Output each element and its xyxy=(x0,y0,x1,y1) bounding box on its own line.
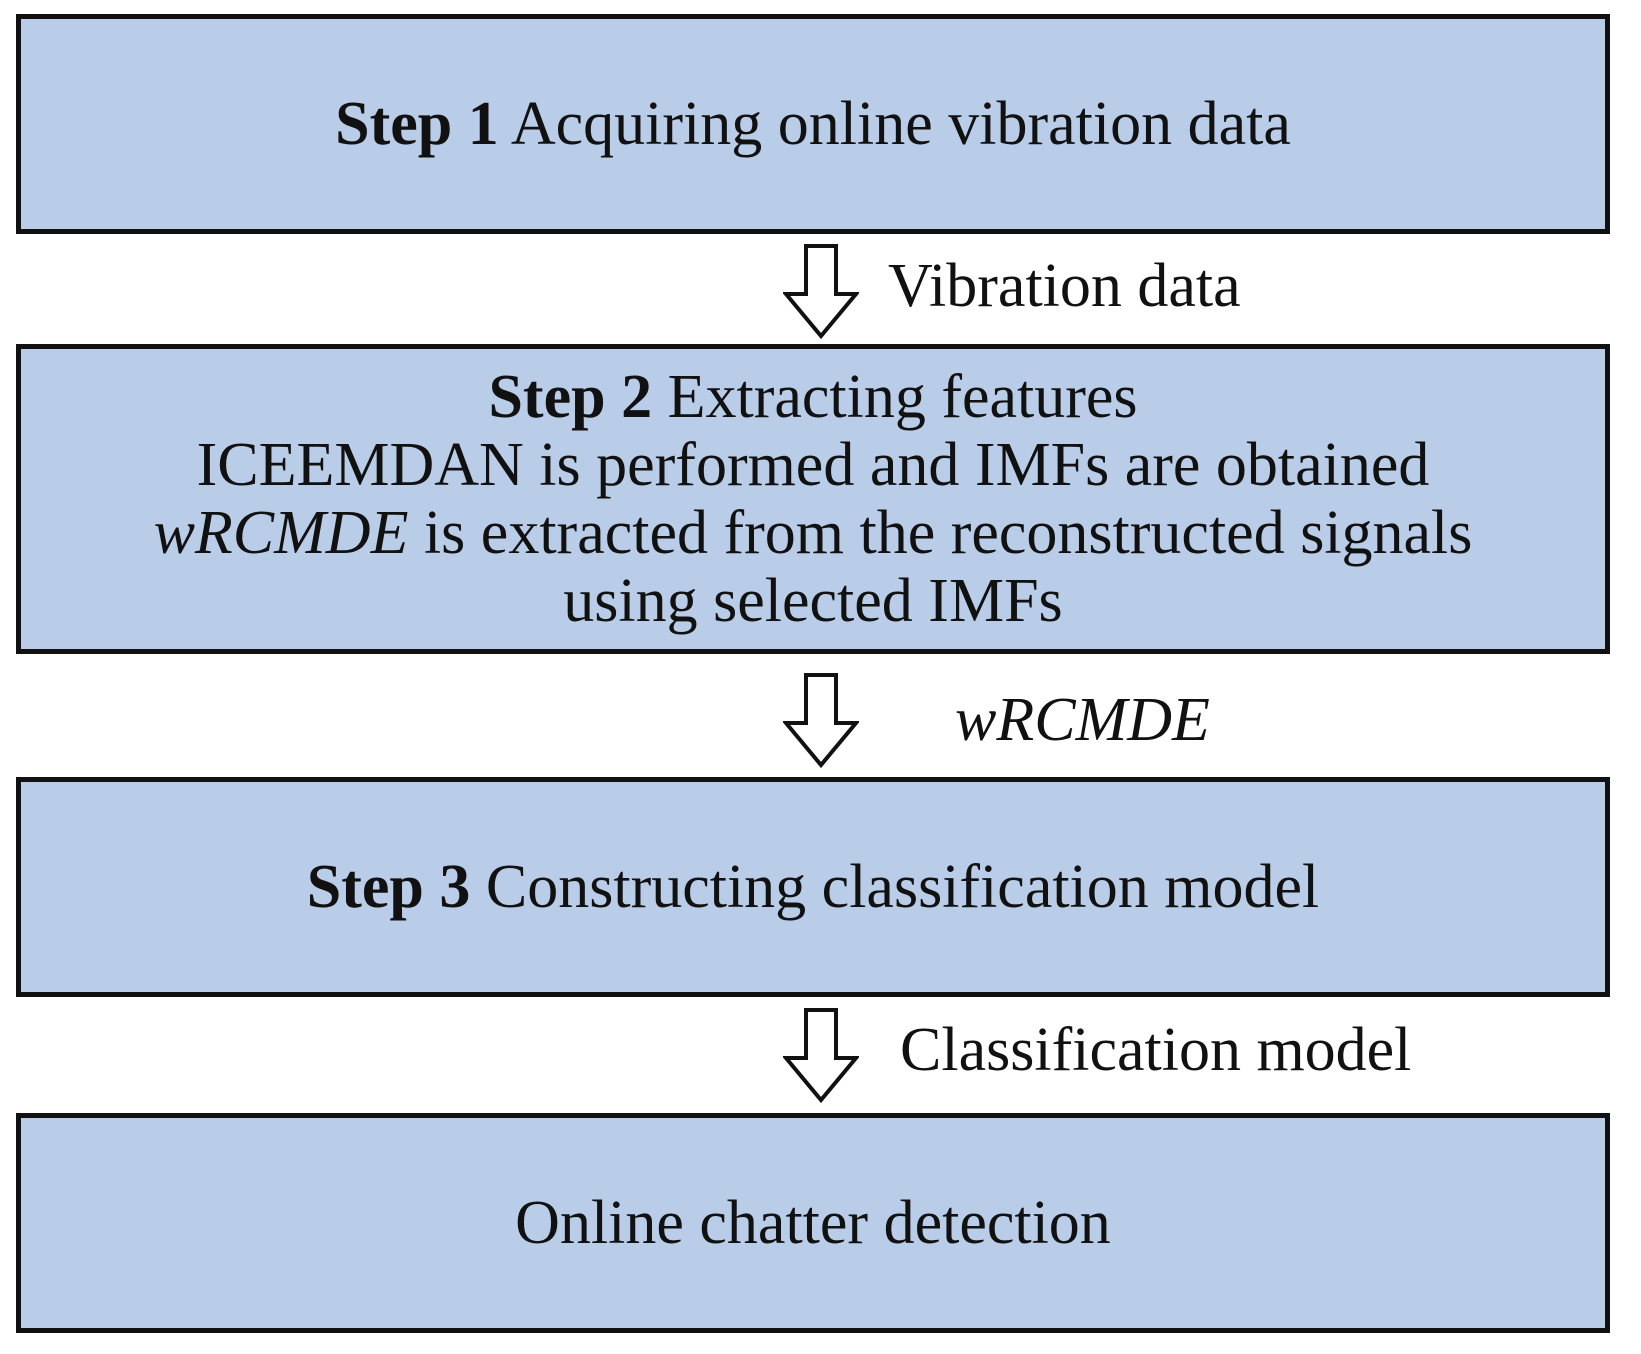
step2-detail-line3: using selected IMFs xyxy=(563,567,1063,635)
step1-text: Step 1 Acquiring online vibration data xyxy=(335,90,1291,158)
step2-heading: Step 2 Extracting features xyxy=(488,363,1137,431)
step2-detail-line1: ICEEMDAN is performed and IMFs are obtai… xyxy=(196,431,1430,499)
step3-number: Step 3 xyxy=(306,853,471,921)
step1-title: Acquiring online vibration data xyxy=(510,90,1291,158)
step1-box: Step 1 Acquiring online vibration data xyxy=(16,14,1610,234)
flow-label-wrcmde: wRCMDE xyxy=(955,686,1210,754)
down-arrow-icon xyxy=(783,1008,859,1103)
step3-title: Constructing classification model xyxy=(485,853,1320,921)
flow-label-vibration-data: Vibration data xyxy=(888,252,1241,320)
step2-detail-line2: wRCMDE is extracted from the reconstruct… xyxy=(154,499,1473,567)
step2-title: Extracting features xyxy=(667,363,1138,431)
step2-detail-rest: is extracted from the reconstructed sign… xyxy=(408,499,1473,567)
step3-box: Step 3 Constructing classification model xyxy=(16,777,1610,997)
step3-text: Step 3 Constructing classification model xyxy=(307,853,1320,921)
step2-detail-italic: wRCMDE xyxy=(153,499,409,567)
down-arrow-icon xyxy=(783,244,859,339)
final-box: Online chatter detection xyxy=(16,1113,1610,1333)
down-arrow-icon xyxy=(783,673,859,768)
final-title: Online chatter detection xyxy=(515,1189,1111,1257)
step2-number: Step 2 xyxy=(488,363,653,431)
step2-box: Step 2 Extracting features ICEEMDAN is p… xyxy=(16,344,1610,654)
flow-label-classification-model: Classification model xyxy=(900,1016,1412,1084)
step1-number: Step 1 xyxy=(335,90,499,158)
